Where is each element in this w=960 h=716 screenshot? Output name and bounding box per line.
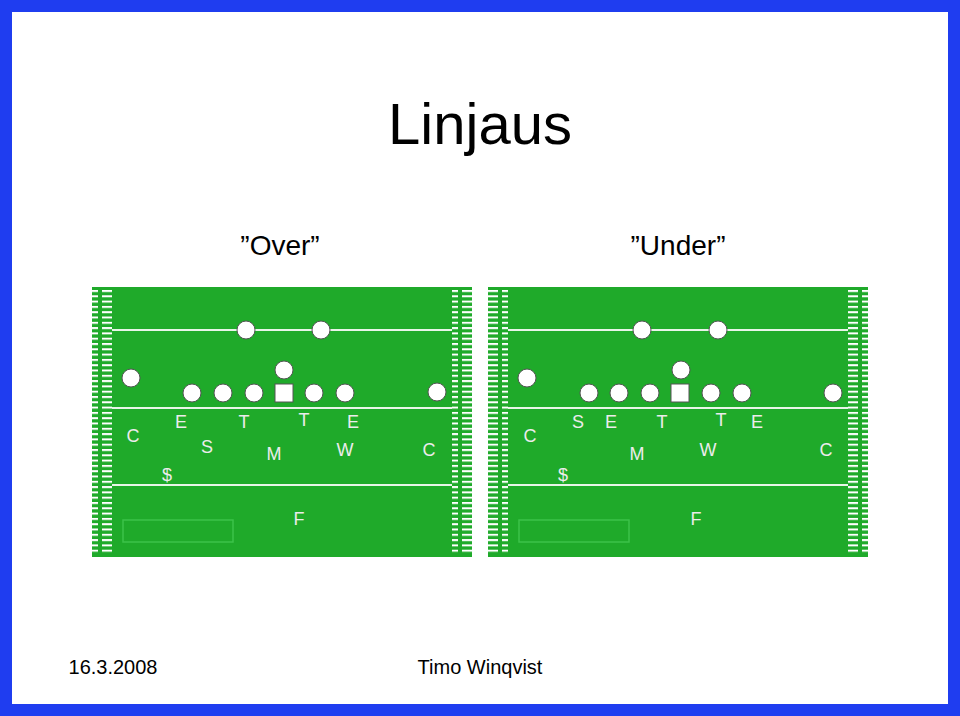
- position-letter: $: [162, 466, 172, 486]
- position-letter: T: [657, 413, 668, 433]
- position-letter: S: [572, 413, 584, 433]
- position-letter: W: [337, 441, 354, 461]
- formation-heading: ”Under”: [631, 231, 726, 262]
- position-letter: E: [347, 413, 359, 433]
- position-letter: E: [175, 413, 187, 433]
- position-letter: C: [820, 441, 833, 461]
- footer-author: Timo Winqvist: [418, 656, 543, 678]
- position-letter: E: [751, 413, 763, 433]
- position-letter: F: [294, 510, 305, 530]
- position-letter: T: [716, 411, 727, 431]
- position-letter: T: [239, 413, 250, 433]
- over-field: [92, 287, 472, 557]
- position-letter: E: [605, 413, 617, 433]
- position-letter: M: [267, 445, 282, 465]
- position-letter: F: [691, 510, 702, 530]
- footer-date: 16.3.2008: [69, 656, 158, 678]
- position-letter: S: [201, 438, 213, 458]
- position-letter: T: [299, 411, 310, 431]
- position-letter: C: [524, 427, 537, 447]
- position-letter: W: [700, 441, 717, 461]
- position-letter: $: [558, 466, 568, 486]
- under-field: [488, 287, 868, 557]
- position-letter: C: [423, 441, 436, 461]
- position-letter: C: [127, 427, 140, 447]
- formation-heading: ”Over”: [240, 231, 319, 262]
- position-letter: M: [630, 445, 645, 465]
- slide-title: Linjaus: [388, 92, 572, 156]
